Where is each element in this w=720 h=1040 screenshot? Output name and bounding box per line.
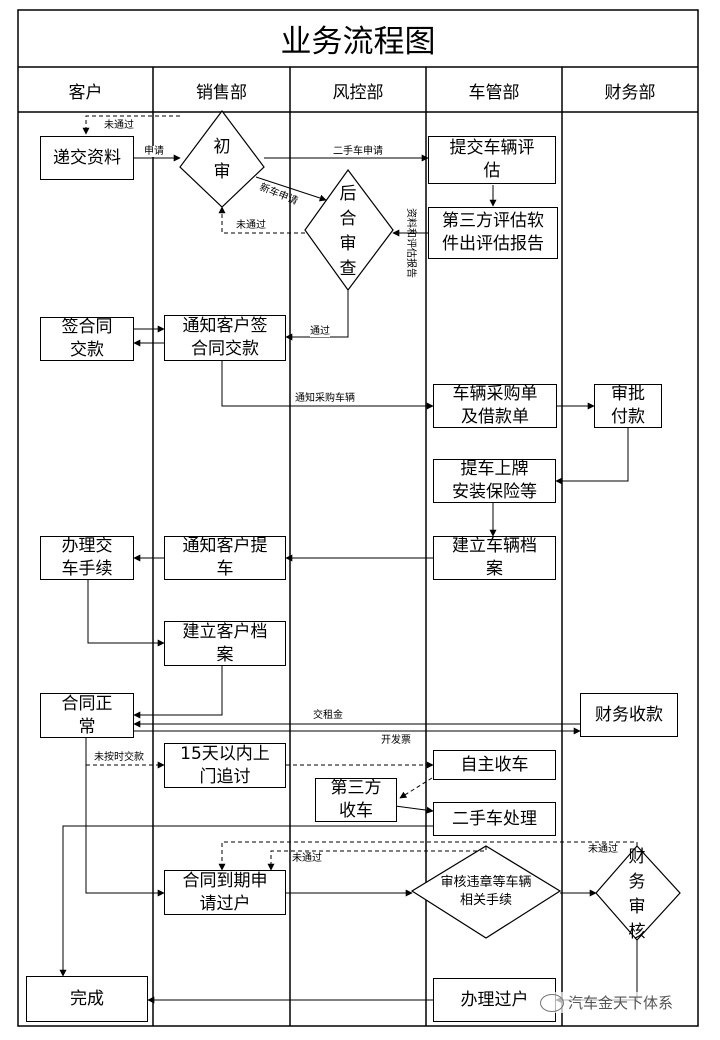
- label-notify-purchase: 通知采购车辆: [295, 393, 355, 404]
- label-not-passed-1: 未通过: [104, 120, 134, 131]
- node-used-car: 二手车处理: [433, 802, 556, 836]
- decision-shapes: [179, 110, 681, 941]
- label-not-passed-3: 未通过: [292, 853, 322, 864]
- node-contract-normal: 合同正 常: [40, 693, 134, 738]
- label-not-passed-2: 未通过: [236, 220, 266, 231]
- lane-header-finance: 财务部: [604, 82, 656, 103]
- node-self-collect: 自主收车: [433, 750, 556, 780]
- node-done: 完成: [26, 976, 148, 1022]
- node-third-collect: 第三方 收车: [315, 778, 397, 822]
- node-audit-violation: 审核违章等车辆 相关手续: [440, 875, 532, 908]
- node-handle-transfer: 办理过户: [433, 978, 556, 1022]
- label-invoice: 开发票: [381, 735, 411, 746]
- lane-header-vehicle: 车管部: [468, 82, 520, 103]
- node-notify-pickup: 通知客户提 车: [164, 536, 286, 580]
- node-sign: 签合同 交款: [40, 317, 134, 361]
- node-third-eval: 第三方评估软 件出评估报告: [428, 207, 558, 259]
- diagram-title: 业务流程图: [280, 23, 436, 60]
- label-overdue: 未按时交款: [94, 752, 144, 763]
- node-submit-eval: 提交车辆评 估: [428, 136, 556, 184]
- node-submit: 递交资料: [40, 136, 134, 180]
- lane-header-customer: 客户: [68, 82, 103, 103]
- audit-violation-diamond: [410, 845, 562, 939]
- node-notify-sign: 通知客户签 合同交款: [164, 315, 286, 361]
- wechat-logo-icon: [540, 993, 564, 1012]
- label-materials-report: 资料和评估报告: [405, 208, 416, 278]
- node-back-review: 后 合 审 查: [339, 184, 357, 279]
- watermark-text: 汽车金天下体系: [568, 994, 674, 1012]
- label-pay-rent: 交租金: [313, 710, 343, 721]
- node-pickup-plate: 提车上牌 安装保险等: [433, 459, 556, 503]
- lane-header-sales: 销售部: [196, 82, 247, 103]
- label-passed: 通过: [310, 326, 330, 337]
- node-fin-collect: 财务收款: [580, 693, 678, 737]
- node-fin-audit: 财 务 审 核: [628, 847, 646, 942]
- node-customer-file: 建立客户档 案: [164, 621, 286, 666]
- node-purchase: 车辆采购单 及借款单: [433, 384, 557, 428]
- label-apply: 申请: [144, 146, 164, 157]
- node-expire-transfer: 合同到期申 请过户: [164, 870, 286, 915]
- label-used-car-apply: 二手车申请: [333, 146, 383, 157]
- label-not-passed-4: 未通过: [588, 844, 618, 855]
- node-first-review: 初 审: [213, 137, 231, 182]
- lane-header-risk: 风控部: [332, 82, 384, 103]
- node-approve-pay: 审批 付款: [594, 384, 662, 428]
- dashed-connectors: [82, 115, 638, 871]
- node-chase: 15天以内上 门追讨: [164, 743, 286, 788]
- node-delivery: 办理交 车手续: [40, 536, 134, 580]
- node-vehicle-file: 建立车辆档 案: [433, 536, 556, 580]
- swimlane-frame: [17, 9, 699, 1027]
- watermark: 汽车金天下体系: [540, 992, 674, 1013]
